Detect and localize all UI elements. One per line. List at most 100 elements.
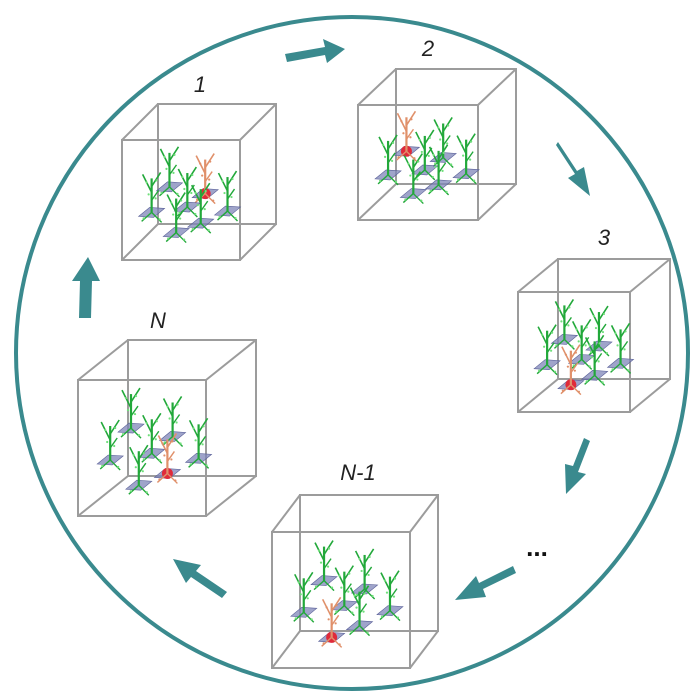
spine-dot	[355, 593, 358, 597]
dendrite-branch	[150, 171, 162, 187]
spine-dot	[113, 444, 116, 448]
neuron-icon	[117, 387, 145, 439]
basal-dendrite	[424, 169, 436, 181]
spine-dot	[142, 217, 145, 220]
spine-dot	[417, 160, 420, 163]
spine-dot	[397, 156, 400, 159]
volume-box-2: 2	[357, 36, 517, 221]
spine-dot	[121, 432, 125, 436]
dendrite-branch	[168, 146, 180, 162]
dendrite-branch	[109, 437, 118, 449]
dendrite-branch	[172, 414, 181, 425]
cube-back-face	[299, 494, 439, 632]
spine-dot	[190, 191, 193, 195]
cube-depth-edge	[77, 339, 129, 381]
basal-dendrite	[546, 364, 558, 376]
basal-dendrite	[156, 472, 168, 483]
basal-dendrite	[120, 427, 132, 438]
dendrite-branch	[546, 324, 557, 340]
neuron-cluster	[533, 298, 635, 396]
spine-dot	[353, 594, 356, 597]
cube-front-face	[271, 531, 411, 669]
spine-dot	[154, 438, 157, 441]
spine-dot	[447, 124, 450, 127]
dendrite-branch	[129, 446, 140, 466]
neuron-icon	[162, 192, 190, 244]
basal-dendrite	[200, 222, 212, 234]
spine-dot	[442, 151, 445, 154]
dendrite-branch	[594, 352, 603, 364]
spine-dot	[207, 229, 210, 232]
spine-dot	[409, 136, 412, 139]
cycle-arrows	[72, 39, 590, 600]
dendrite-branch	[186, 166, 198, 182]
spine-dot	[627, 369, 630, 372]
neuron-icon	[137, 171, 166, 223]
spine-dot	[560, 320, 563, 323]
spine-dot	[598, 342, 601, 345]
cube-depth-edge	[239, 223, 277, 261]
dendrite-branch	[349, 587, 361, 607]
spine-dot	[469, 158, 472, 161]
spine-dot	[445, 190, 448, 193]
cube-wireframe	[271, 494, 439, 669]
spine-dot	[141, 470, 144, 473]
dendrite-branch	[130, 387, 141, 403]
spine-dot	[166, 405, 169, 408]
cube-back-face	[395, 68, 517, 185]
basal-dendrite	[175, 232, 187, 244]
spine-dot	[178, 211, 181, 215]
spine-dot	[161, 442, 164, 445]
spine-dot	[306, 597, 309, 600]
basal-dendrite	[389, 610, 401, 622]
dendrite-branch	[378, 136, 389, 156]
dendrite-branch	[177, 168, 189, 188]
box-label-2: 2	[421, 36, 434, 61]
spine-dot	[571, 345, 574, 348]
basal-dendrite	[198, 457, 210, 469]
dendrite-branch	[331, 614, 340, 626]
neuron-icon	[429, 117, 457, 168]
spine-dot	[418, 138, 421, 142]
cube-depth-edge	[121, 103, 159, 141]
basal-dendrite	[138, 484, 150, 496]
spine-dot	[347, 590, 350, 593]
spine-dot	[221, 179, 224, 183]
spine-dot	[358, 557, 361, 561]
spine-dot	[335, 604, 338, 607]
dendrite-branch	[424, 129, 435, 145]
spine-dot	[117, 465, 120, 469]
dendrite-branch	[546, 342, 555, 354]
spine-dot	[588, 344, 591, 347]
dendrite-branch	[563, 316, 572, 328]
dendrite-branch	[121, 389, 132, 409]
cube-wireframe	[77, 339, 257, 517]
spine-dot	[585, 326, 588, 329]
dendrite-branch	[204, 171, 213, 182]
cube-back-face	[157, 103, 277, 225]
dendrite-branch	[571, 321, 583, 340]
dendrite-branch	[412, 171, 421, 182]
neuron-cluster	[289, 540, 404, 648]
spine-dot	[201, 443, 204, 446]
box-label-n-minus-1: N-1	[340, 460, 375, 485]
neuron-icon	[125, 444, 153, 496]
cube-depth-edge	[517, 378, 559, 413]
spine-dot	[585, 380, 588, 383]
spine-dot	[145, 422, 148, 425]
basal-dendrite	[333, 605, 345, 616]
box-label-n: N	[150, 308, 166, 333]
spine-dot	[614, 332, 617, 335]
spine-dot	[176, 192, 179, 195]
spine-dot	[134, 394, 138, 398]
spine-dot	[390, 159, 394, 162]
dendrite-branch	[584, 336, 596, 356]
dendrite-branch	[363, 548, 375, 564]
dendrite-branch	[433, 119, 444, 138]
spine-dot	[394, 180, 398, 183]
cube-depth-edge	[477, 68, 517, 106]
dendrite-branch	[323, 558, 332, 570]
spine-dot	[172, 171, 175, 174]
spine-dot	[176, 403, 179, 406]
spine-dot	[366, 631, 369, 634]
